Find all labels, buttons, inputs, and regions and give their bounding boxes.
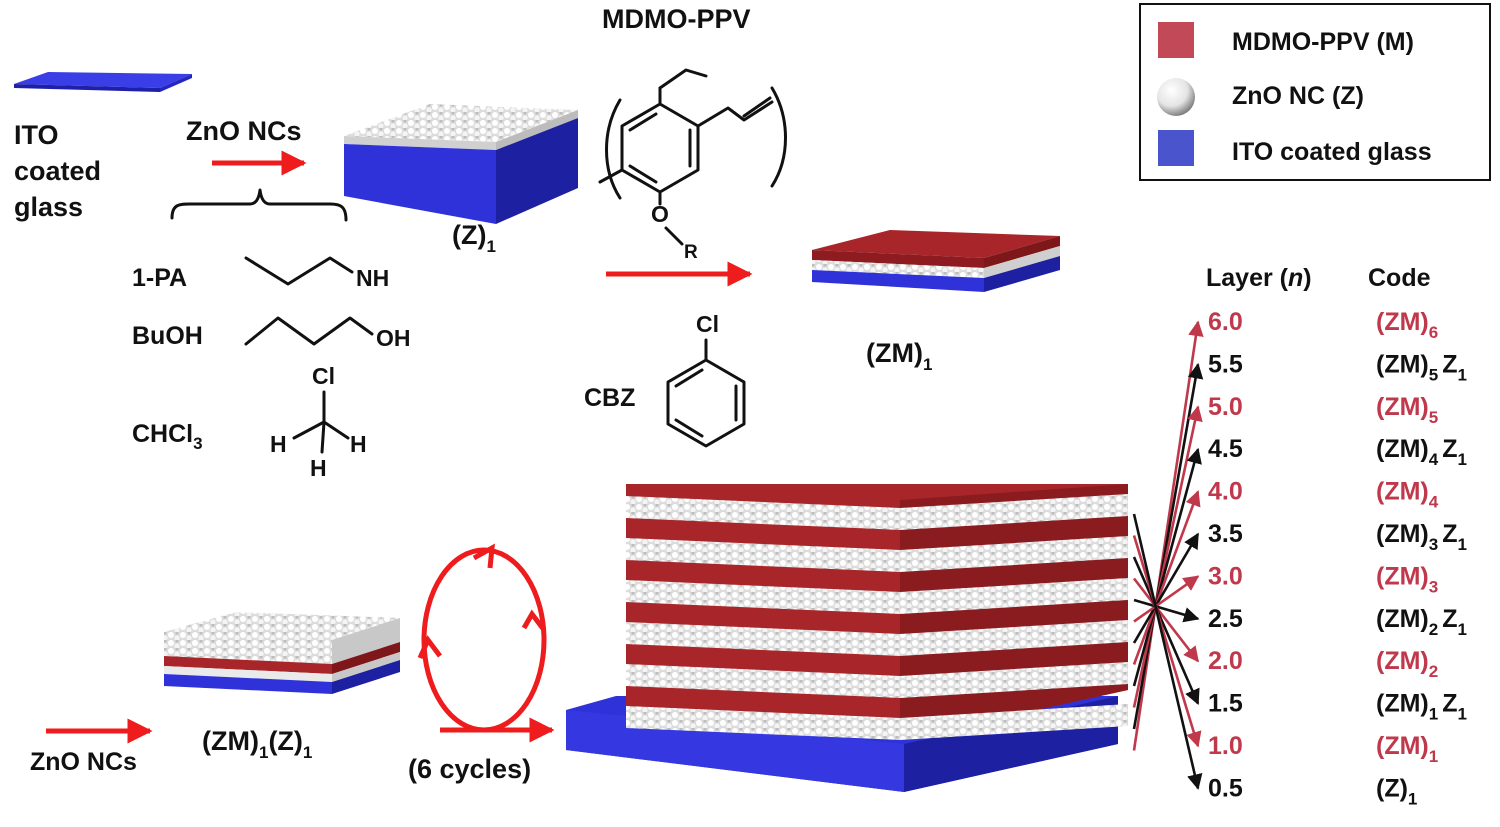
layer-arrow xyxy=(1132,320,1204,751)
legend-item-polymer: MDMO-PPV (M) xyxy=(1232,28,1414,56)
zm1z1-film-label: (ZM)1(Z)1 xyxy=(202,726,312,762)
layer-code: (Z)1 xyxy=(1376,774,1417,808)
zno-film-label: (Z)1 xyxy=(452,220,496,256)
stack-zno-band-side xyxy=(900,662,1128,698)
layer-value: 0.5 xyxy=(1208,774,1243,802)
layer-arrow xyxy=(1133,598,1200,623)
zm1-film-label: (ZM)1 xyxy=(866,338,932,374)
stack-zno-band-side xyxy=(900,704,1128,740)
zm1-film-image xyxy=(812,230,1060,292)
stack-zno-band-front xyxy=(626,538,900,572)
layer-arrow xyxy=(1133,575,1200,623)
chloroform-h-atom-bottom: H xyxy=(310,455,327,481)
cycle-count-label: (6 cycles) xyxy=(408,754,531,784)
stack-zno-band-side xyxy=(900,578,1128,614)
stack-zno-band-front xyxy=(626,664,900,698)
stack-zno-band-side xyxy=(900,620,1128,656)
amine-group-label: NH xyxy=(356,265,389,291)
chloroform-h-atom-right: H xyxy=(350,431,367,457)
ito-substrate-image xyxy=(14,72,192,92)
hydroxyl-group-label: OH xyxy=(376,325,411,351)
layer-arrow xyxy=(1132,577,1200,663)
layer-code: (ZM)1 xyxy=(1376,732,1438,766)
legend-item-zno: ZnO NC (Z) xyxy=(1232,82,1364,110)
layer-column-header: Layer (n) xyxy=(1206,264,1312,292)
layer-code: (ZM)3 xyxy=(1376,562,1438,596)
layer-arrow xyxy=(1132,447,1202,687)
solvent-brace xyxy=(170,188,348,222)
layer-arrows xyxy=(1132,320,1204,790)
legend: MDMO-PPV (M) ZnO NC (Z) ITO coated glass xyxy=(1139,3,1491,181)
ito-label-line3: glass xyxy=(14,192,83,222)
stack-zno-band-front xyxy=(626,580,900,614)
chloroform-h-atom-left: H xyxy=(270,431,287,457)
step1-arrow-label: ZnO NCs xyxy=(186,116,302,146)
layer-arrow xyxy=(1132,532,1200,644)
layer-value: 3.5 xyxy=(1208,520,1243,548)
stack-zno-band-front xyxy=(626,706,900,740)
polymer-legend-swatch xyxy=(1158,22,1194,58)
layer-arrow xyxy=(1132,490,1201,665)
layer-arrow xyxy=(1132,535,1202,748)
ether-oxygen-atom: O xyxy=(651,201,669,227)
butanol-skeleton xyxy=(244,316,374,346)
solvent-name-buoh: BuOH xyxy=(132,322,203,350)
zno-sphere-icon xyxy=(1157,78,1195,116)
mdmo-ppv-structure: O R xyxy=(598,68,787,263)
solvent-name-chcl3: CHCl3 xyxy=(132,420,203,453)
propylamine-skeleton xyxy=(244,256,354,286)
ito-legend-swatch xyxy=(1158,130,1194,166)
layer-value: 6.0 xyxy=(1208,308,1243,336)
stack-zno-band-side xyxy=(900,494,1128,530)
ito-label-line1: ITO xyxy=(14,120,59,150)
r-group-label: R xyxy=(684,242,698,263)
layer-arrow xyxy=(1132,513,1203,790)
layer-value: 3.0 xyxy=(1208,562,1243,590)
layer-value: 1.0 xyxy=(1208,732,1243,760)
layer-value: 4.5 xyxy=(1208,435,1243,463)
chloroform-structure: Cl H H H xyxy=(270,363,367,481)
zm1z1-film-image xyxy=(164,612,400,694)
step3-arrow-label: ZnO NCs xyxy=(30,748,137,776)
layer-value: 5.0 xyxy=(1208,393,1243,421)
layer-value: 4.0 xyxy=(1208,478,1243,506)
layer-value: 2.5 xyxy=(1208,605,1243,633)
ito-label-line2: coated xyxy=(14,156,101,186)
layer-arrow xyxy=(1132,556,1200,706)
polymer-solvent-label: CBZ xyxy=(584,384,635,412)
chloroform-cl-atom: Cl xyxy=(312,363,335,389)
layer-value: 2.0 xyxy=(1208,647,1243,675)
code-column-header: Code xyxy=(1368,264,1431,292)
layer-code: (ZM)5 xyxy=(1376,393,1438,427)
layer-code: (ZM)4 xyxy=(1376,478,1439,512)
cycle-loop xyxy=(417,543,555,743)
chlorobenzene-structure: Cl xyxy=(666,311,746,448)
chlorobenzene-cl-atom: Cl xyxy=(696,311,719,337)
layer-code: (ZM)6 xyxy=(1376,308,1438,342)
legend-box xyxy=(1139,3,1491,181)
stack-zno-band-front xyxy=(626,622,900,656)
legend-item-ito: ITO coated glass xyxy=(1232,138,1432,166)
solvent-name-1pa: 1-PA xyxy=(132,264,187,292)
layer-arrow xyxy=(1132,362,1204,730)
layer-value: 5.5 xyxy=(1208,350,1243,378)
multilayer-stack-image xyxy=(566,484,1128,792)
polymer-title: MDMO-PPV xyxy=(602,4,751,34)
layer-value: 1.5 xyxy=(1208,690,1243,718)
zno-film-image xyxy=(344,104,578,224)
layer-code: (ZM)2 xyxy=(1376,647,1438,681)
stack-zno-band-front xyxy=(626,496,900,530)
stack-zno-band-side xyxy=(900,536,1128,572)
